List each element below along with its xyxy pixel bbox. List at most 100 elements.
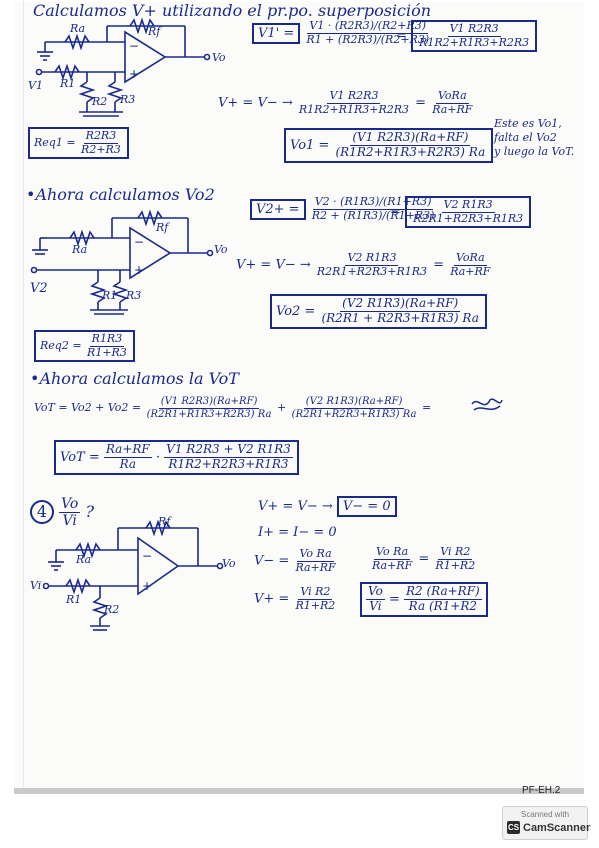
eq4-final-rden: Ra (R1+R2	[408, 598, 478, 613]
paper-sheet	[14, 2, 584, 794]
eq-v2-equals: =	[390, 204, 401, 220]
label-rf-1: Rf	[148, 25, 161, 38]
req2-den: R1+R3	[87, 345, 127, 359]
eq4-vminus-num: Vo Ra	[297, 547, 334, 562]
sys4-line1: V+ = V− → V− = 0	[258, 496, 397, 517]
label-r1-4: R1	[66, 593, 82, 606]
label-r3-1: R3	[120, 93, 136, 106]
eq-vot-sum-equals: =	[421, 401, 432, 414]
eq-vo1-box: Vo1 = (V1 R2R3)(Ra+RF)(R1R2+R1R3+R2R3) R…	[284, 128, 494, 163]
eq-vplus1-rden: Ra+RF	[432, 102, 473, 116]
svg-text:−: −	[129, 39, 139, 53]
eq-v2-rnum: V2 R1R3	[441, 198, 495, 213]
eq4-final-lnum: Vo	[366, 584, 385, 600]
label-v2: V2	[30, 281, 48, 296]
eq4-final-lden: Vi	[369, 598, 382, 613]
camscanner-badge: Scanned with CS CamScanner	[502, 806, 590, 840]
question-frac-den: Vi	[62, 513, 77, 530]
eq-vot-final-b-den: R1R2+R2R3+R1R3	[168, 456, 289, 471]
label-r3-2: R3	[126, 289, 142, 302]
eq4-rel-rnum: Vi R2	[438, 545, 473, 560]
camscanner-text: CamScanner	[523, 821, 591, 834]
opamp-circuit-2: − +	[30, 209, 214, 315]
eq-vot-sum-a-den: (R2R1+R1R3+R2R3) Ra	[146, 408, 272, 420]
svg-text:+: +	[129, 67, 139, 81]
eq-v1-num: V1 · (R2R3)/(R2+R3)	[307, 19, 429, 34]
eq-vplus2-equals: =	[433, 257, 445, 273]
eq-vplus2-text: V+ = V− →	[236, 257, 311, 273]
svg-text:+: +	[142, 579, 152, 593]
label-v1: V1	[28, 79, 43, 92]
eq-v2-den: R2 + (R1R3)/(R1+R3)	[311, 208, 435, 222]
eq-vplus1-text: V+ = V− →	[218, 95, 293, 111]
heading-vo2: •Ahora calculamos Vo2	[26, 185, 215, 204]
eq-vot-sum-b-num: (V2 R1R3)(Ra+RF)	[303, 396, 405, 409]
svg-text:−: −	[142, 549, 152, 563]
label-ra-2: Ra	[72, 243, 88, 256]
eq4-rel-equals: =	[418, 551, 430, 567]
eq-vot-sum-b-den: (R2R1+R2R3+R1R3) Ra	[291, 408, 417, 420]
note1-line3: y luego la VoT.	[494, 145, 575, 158]
eq-vo2-lhs: Vo2 =	[276, 303, 316, 319]
page-bottom-edge	[14, 788, 584, 796]
scanned-with-text: Scanned with	[520, 810, 570, 819]
label-vo-1: Vo	[212, 51, 226, 64]
opamp-circuit-1: − +	[35, 17, 211, 117]
camscanner-logo-icon: CS	[507, 821, 520, 834]
eq-vot-final-a-den: Ra	[119, 456, 137, 471]
heading-superposition: Calculamos V+ utilizando el pr.po. super…	[33, 1, 432, 20]
req1-num: R2R3	[83, 129, 119, 144]
eq-vot-final-dot: ·	[155, 449, 161, 465]
eq-vplus2-rden: Ra+RF	[450, 264, 491, 278]
eq4-final-rnum: R2 (Ra+RF)	[403, 584, 482, 600]
req1-lhs: Req1 =	[34, 136, 76, 150]
label-r2-1: R2	[92, 95, 108, 108]
note1-line2: falta el Vo2	[494, 131, 557, 144]
footer-area	[0, 794, 599, 848]
eq-vot-sum-lhs: VoT = Vo2 + Vo2 =	[34, 401, 142, 414]
eq-vplus2-rnum: VoRa	[453, 251, 487, 266]
eq-vo2-num: (V2 R1R3)(Ra+RF)	[340, 296, 461, 312]
eq-vot-final-b-num: V1 R2R3 + V2 R1R3	[164, 442, 293, 458]
eq-vot-final-lhs: VoT =	[60, 449, 100, 465]
eq-vot-sum-plus: +	[276, 401, 287, 414]
eq4-vplus-lhs: V+ =	[254, 591, 290, 607]
camscanner-brand: CS CamScanner	[507, 821, 590, 834]
question-frac-num: Vo	[59, 496, 81, 514]
sys4-vminus-zero: V− = 0	[336, 496, 397, 517]
question-mark: ?	[85, 502, 95, 522]
opamp-triangle	[124, 30, 167, 84]
note1-line1: Este es Vo1,	[494, 117, 562, 130]
eq-v1-rnum: V1 R2R3	[447, 22, 501, 37]
eq-vo2-den: (R2R1 + R2R3+R1R3) Ra	[321, 310, 479, 325]
label-rf-4: Rf	[158, 515, 171, 528]
eq4-rel-lden: Ra+RF	[372, 558, 413, 572]
eq-v1-lhs: V1' =	[252, 22, 301, 44]
eq-vot-sum: VoT = Vo2 + Vo2 = (V1 R2R3)(Ra+RF)(R2R1+…	[34, 396, 431, 420]
eq-vot-sum-a-num: (V1 R2R3)(Ra+RF)	[158, 396, 260, 409]
eq-v2-num: V2 · (R1R3)/(R1+R3)	[312, 195, 434, 210]
eq-v1-prime: V1' = V1 · (R2R3)/(R2+R3)R1 + (R2R3)/(R2…	[252, 19, 431, 46]
eq-v2-lhs: V2+ =	[250, 198, 306, 220]
eq-vo1-lhs: Vo1 =	[290, 137, 330, 153]
label-r2-4: R2	[104, 603, 120, 616]
eq-vplus1-num: V1 R2R3	[327, 89, 381, 104]
label-ra-1: Ra	[70, 22, 86, 35]
eq-vo1-num: (V1 R2R3)(Ra+RF)	[350, 130, 471, 146]
eq-vplus1-rnum: VoRa	[435, 89, 469, 104]
margin-line	[23, 0, 24, 792]
eq-v1-rden: R1R2+R1R3+R2R3	[419, 35, 530, 49]
label-vo-4: Vo	[222, 557, 236, 570]
scribble-mark	[471, 398, 503, 411]
eq4-rel-rden: R1+R2	[435, 558, 476, 572]
